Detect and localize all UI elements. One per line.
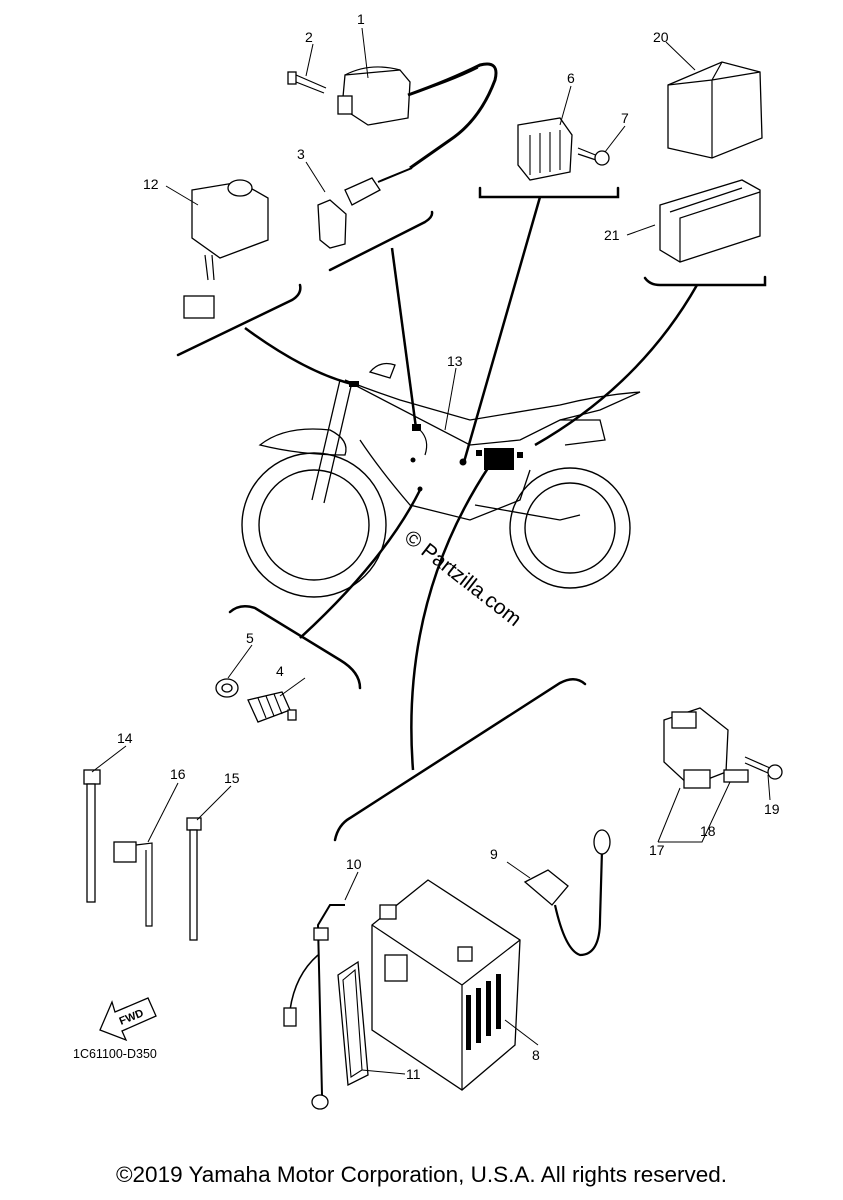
callout-2: 2 [305, 29, 313, 45]
front-wheel-inner [258, 469, 370, 581]
handlebar-switch-mark [349, 381, 359, 387]
part-7-bolt [577, 147, 610, 166]
part-19-bolt [744, 756, 783, 780]
copyright-notice: ©2019 Yamaha Motor Corporation, U.S.A. A… [115, 1162, 728, 1187]
callout-19: 19 [764, 801, 780, 817]
cdi-mark [517, 452, 523, 458]
exploded-parts-diagram: 1 2 3 4 5 6 7 8 9 10 11 12 13 14 15 16 1… [73, 11, 783, 1110]
callout-5: 5 [246, 630, 254, 646]
callout-8: 8 [532, 1047, 540, 1063]
callout-leaders [91, 27, 771, 1075]
rear-wheel-inner [524, 482, 616, 574]
motorcycle-outline [241, 362, 641, 598]
callout-18: 18 [700, 823, 716, 839]
bracket-8-11 [333, 678, 587, 842]
callout-17: 17 [649, 842, 665, 858]
callout-16: 16 [170, 766, 186, 782]
battery-mark [484, 448, 514, 470]
coil-mark [412, 424, 421, 431]
callout-13: 13 [447, 353, 463, 369]
part-12-switch [183, 179, 269, 319]
part-5-gasket [215, 678, 239, 698]
callout-3: 3 [297, 146, 305, 162]
part-20-cdi-unit [667, 61, 763, 159]
leader-lines [244, 196, 699, 771]
swingarm [474, 504, 581, 521]
part-18-fuse [723, 769, 749, 783]
callout-1: 1 [357, 11, 365, 27]
callout-6: 6 [567, 70, 575, 86]
part-3-plug-cap [317, 167, 413, 249]
part-4-neutral-switch [247, 691, 297, 723]
callout-20: 20 [653, 29, 669, 45]
wire-point-c [417, 486, 423, 492]
callout-4: 4 [276, 663, 284, 679]
part-1-ignition-coil [337, 62, 498, 170]
part-9-terminal-cover [523, 829, 611, 957]
part-6-rectifier [517, 117, 573, 181]
part-2-bolt [287, 71, 327, 94]
rear-wheel-outer [509, 467, 631, 589]
bracket-6-7 [478, 186, 620, 199]
part-15-band [186, 817, 202, 941]
callout-21: 21 [604, 227, 620, 243]
part-11-battery-band [337, 960, 369, 1087]
side-cover [560, 419, 606, 446]
group-brackets [176, 186, 767, 842]
bracket-4-5 [228, 604, 362, 690]
wire-harness-13 [419, 429, 428, 456]
callout-11: 11 [406, 1066, 421, 1082]
watermark: © Partzilla.com [400, 526, 526, 631]
seat-tank [344, 379, 641, 446]
part-10-battery-lead [283, 904, 345, 1110]
part-14-band [83, 769, 101, 903]
bracket-3 [328, 210, 434, 272]
callout-14: 14 [117, 730, 133, 746]
callout-10: 10 [346, 856, 362, 872]
callout-9: 9 [490, 846, 498, 862]
part-8-battery [371, 879, 521, 1091]
callout-12: 12 [143, 176, 159, 192]
part-16-holder [113, 841, 153, 927]
part-17-starter-relay [663, 707, 729, 789]
callout-7: 7 [621, 110, 629, 126]
fwd-arrow-icon: FWD [99, 997, 157, 1042]
wire-point-b [410, 457, 416, 463]
diagram-code: 1C61100-D350 [73, 1047, 157, 1061]
wire-point-a [459, 458, 467, 466]
rectifier-mark [476, 450, 482, 456]
front-wheel-outer [241, 452, 387, 598]
bracket-20-21 [643, 275, 767, 287]
handlebar [368, 362, 396, 379]
callout-15: 15 [224, 770, 240, 786]
engine-frame [359, 439, 531, 521]
front-fork [311, 379, 353, 504]
part-21-cover [659, 179, 761, 263]
bracket-12 [176, 283, 302, 357]
front-fender [258, 428, 347, 456]
